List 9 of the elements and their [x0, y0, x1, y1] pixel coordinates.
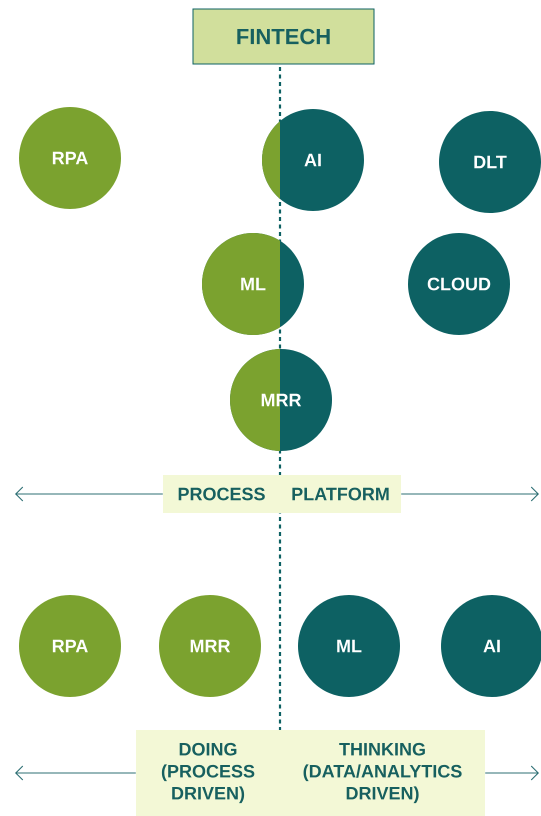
arrow [15, 766, 136, 780]
band-label: DOING (PROCESS DRIVEN) [136, 730, 280, 816]
band-label: PROCESS [163, 475, 280, 513]
arrow [401, 486, 539, 502]
arrow [15, 486, 163, 502]
band-label: PLATFORM [280, 475, 401, 513]
arrow [485, 766, 539, 780]
title-box: FINTECH [192, 8, 374, 64]
band-label: THINKING (DATA/ANALYTICS DRIVEN) [280, 730, 485, 816]
